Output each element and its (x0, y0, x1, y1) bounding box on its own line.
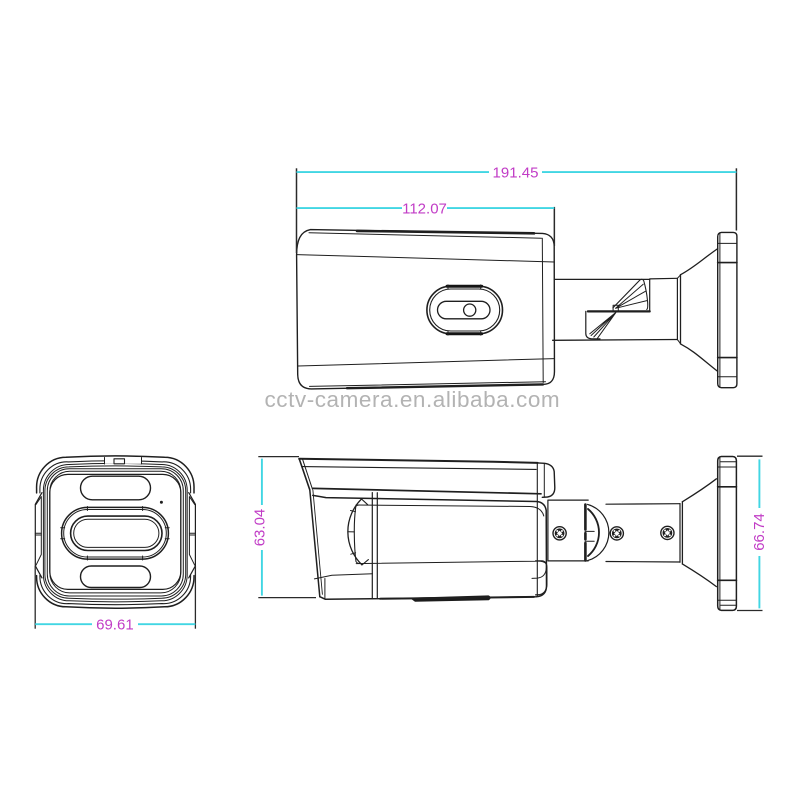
svg-text:66.74: 66.74 (751, 513, 768, 551)
svg-text:112.07: 112.07 (402, 200, 447, 217)
svg-text:cctv-camera.en.alibaba.com: cctv-camera.en.alibaba.com (265, 387, 561, 412)
svg-text:191.45: 191.45 (493, 164, 539, 181)
svg-text:63.04: 63.04 (251, 509, 268, 547)
svg-text:69.61: 69.61 (96, 616, 134, 633)
